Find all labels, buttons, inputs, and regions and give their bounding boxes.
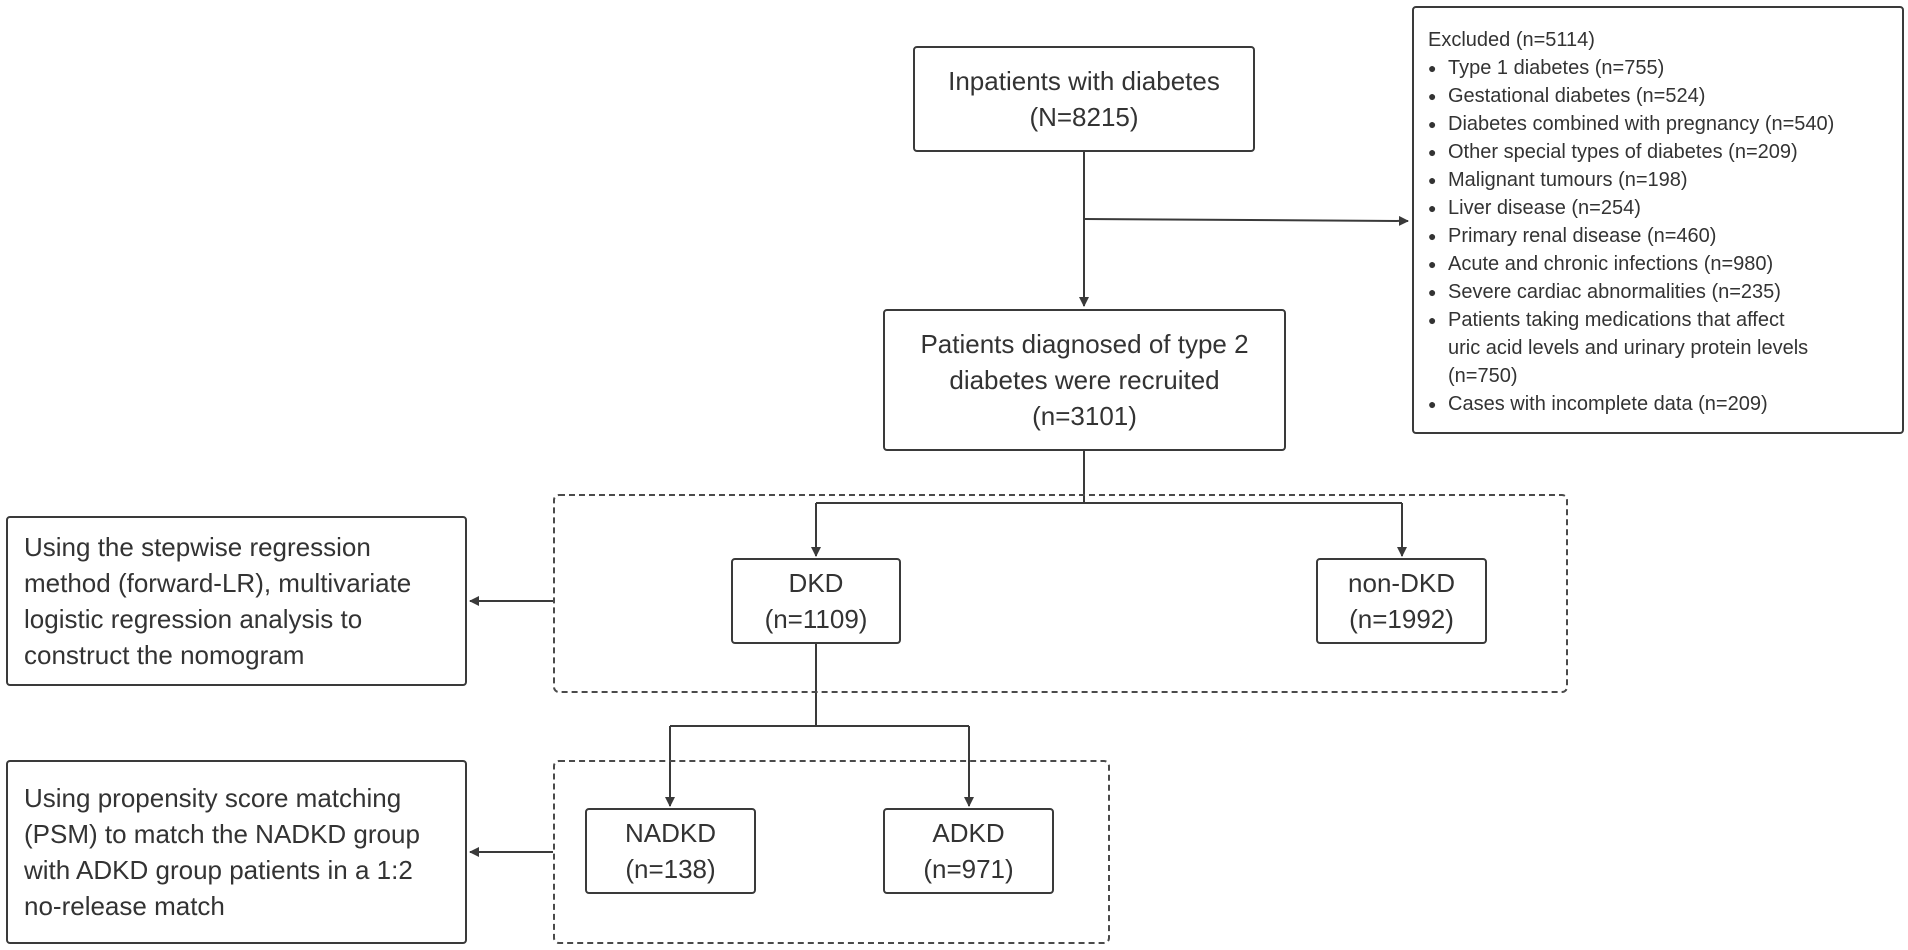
excluded-item: Cases with incomplete data (n=209)	[1428, 390, 1892, 418]
nomogram-note-box: Using the stepwise regression method (fo…	[6, 516, 467, 686]
nadkd-label: NADKD	[624, 818, 716, 848]
dkd-count: (n=1109)	[764, 604, 868, 634]
nomogram-note-line: method (forward-LR), multivariate	[24, 568, 412, 598]
excluded-item: Liver disease (n=254)	[1428, 194, 1892, 222]
psm-note-line: with ADKD group patients in a 1:2	[24, 855, 413, 885]
non-dkd-label: non-DKD	[1348, 568, 1455, 598]
nomogram-note-line: construct the nomogram	[24, 640, 305, 670]
non-dkd-count: (n=1992)	[1349, 604, 1454, 634]
inpatients-count: (N=8215)	[1029, 102, 1139, 132]
recruited-box: Patients diagnosed of type 2 diabetes we…	[883, 309, 1286, 451]
recruited-label-2: diabetes were recruited	[949, 365, 1220, 395]
excluded-box: Excluded (n=5114) Type 1 diabetes (n=755…	[1412, 6, 1904, 434]
psm-note-line: Using propensity score matching	[24, 783, 402, 813]
excluded-list: Type 1 diabetes (n=755) Gestational diab…	[1428, 54, 1892, 418]
excluded-item-medications-line2: uric acid levels and urinary protein lev…	[1448, 337, 1809, 359]
recruited-count: (n=3101)	[1032, 401, 1137, 431]
inpatients-label: Inpatients with diabetes	[948, 66, 1220, 96]
excluded-item: Type 1 diabetes (n=755)	[1428, 54, 1892, 82]
dkd-box: DKD (n=1109)	[731, 558, 901, 644]
nadkd-count: (n=138)	[625, 854, 716, 884]
adkd-label: ADKD	[932, 818, 1005, 848]
excluded-item: Other special types of diabetes (n=209)	[1428, 138, 1892, 166]
psm-note-line: no-release match	[24, 891, 225, 921]
excluded-item: Acute and chronic infections (n=980)	[1428, 250, 1892, 278]
dkd-label: DKD	[788, 568, 844, 598]
subgroup-frame	[553, 760, 1110, 944]
non-dkd-box: non-DKD (n=1992)	[1316, 558, 1487, 644]
arrow-to-excluded	[1083, 215, 1409, 226]
excluded-item-medications-line1: Patients taking medications that affect	[1448, 309, 1785, 331]
inpatients-box: Inpatients with diabetes (N=8215)	[913, 46, 1255, 152]
excluded-item: Primary renal disease (n=460)	[1428, 222, 1892, 250]
psm-note-box: Using propensity score matching (PSM) to…	[6, 760, 467, 944]
recruited-label-1: Patients diagnosed of type 2	[920, 329, 1249, 359]
excluded-item: Diabetes combined with pregnancy (n=540)	[1428, 110, 1892, 138]
nomogram-note-line: Using the stepwise regression	[24, 532, 371, 562]
nadkd-box: NADKD (n=138)	[585, 808, 756, 894]
excluded-item: Malignant tumours (n=198)	[1428, 166, 1892, 194]
excluded-item-medications: Patients taking medications that affect …	[1428, 306, 1892, 390]
dkd-group-frame	[553, 494, 1568, 693]
excluded-item: Severe cardiac abnormalities (n=235)	[1428, 278, 1892, 306]
excluded-title: Excluded (n=5114)	[1428, 29, 1595, 51]
excluded-item-medications-line3: (n=750)	[1448, 365, 1518, 387]
excluded-item: Gestational diabetes (n=524)	[1428, 82, 1892, 110]
adkd-count: (n=971)	[923, 854, 1014, 884]
psm-note-line: (PSM) to match the NADKD group	[24, 819, 420, 849]
adkd-box: ADKD (n=971)	[883, 808, 1054, 894]
nomogram-note-line: logistic regression analysis to	[24, 604, 363, 634]
